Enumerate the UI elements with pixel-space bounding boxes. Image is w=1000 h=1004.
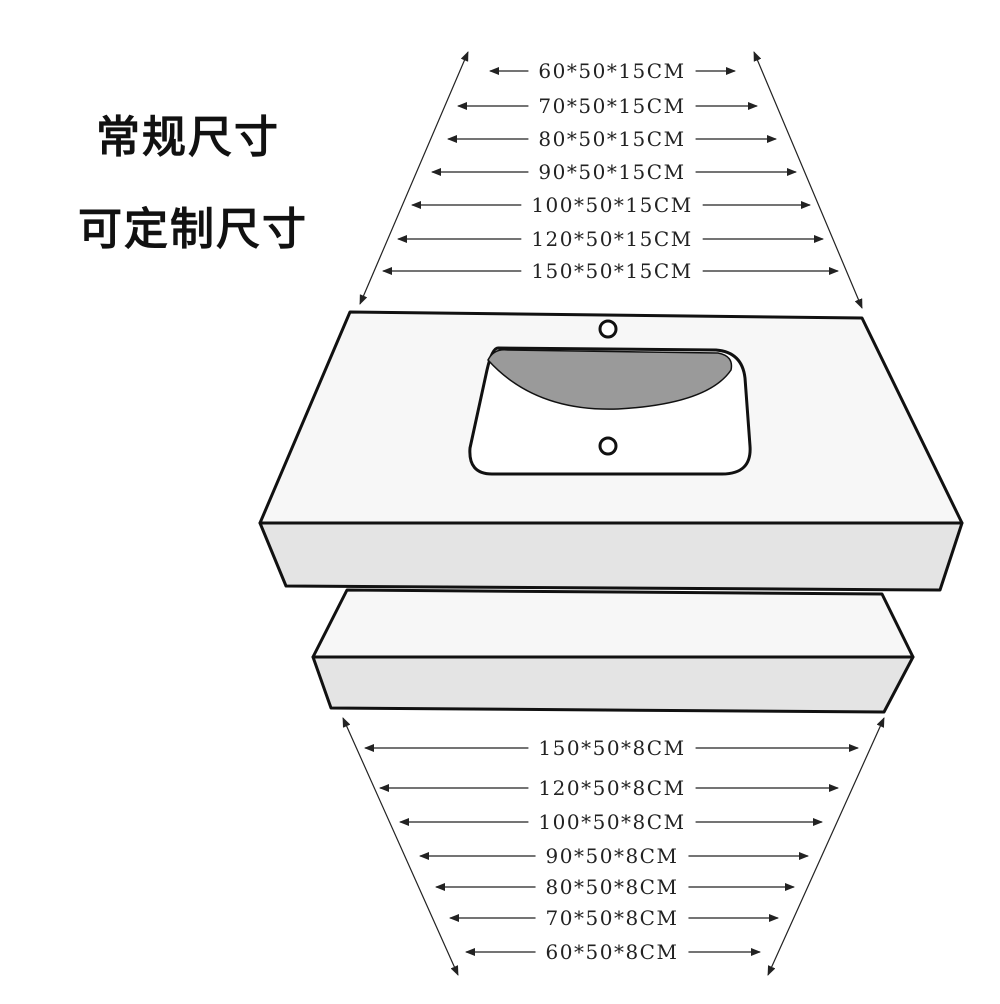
top-slab-extent-line-right — [753, 51, 863, 309]
top-slab-dimension-row: 150*50*15CM — [382, 259, 839, 283]
top-slab-dimension-row: 60*50*15CM — [489, 59, 736, 83]
bottom-slab-dimension-label: 70*50*8CM — [546, 906, 679, 930]
bottom-slab-dimension-row: 80*50*8CM — [435, 875, 795, 899]
bottom-slab-dimension-label: 80*50*8CM — [546, 875, 679, 899]
standard-sizes-label: 常规尺寸 — [96, 112, 280, 163]
basin-shadow — [487, 348, 733, 410]
countertop-front-face — [258, 521, 964, 592]
base-slab — [311, 588, 915, 714]
top-slab-dimension-row: 80*50*15CM — [447, 127, 777, 151]
drain-hole — [598, 436, 618, 456]
top-slab-dimension-label: 150*50*15CM — [531, 259, 692, 283]
bottom-slab-dimension-row: 90*50*8CM — [419, 844, 809, 868]
customizable-sizes-label: 可定制尺寸 — [78, 204, 308, 255]
faucet-hole — [598, 319, 618, 339]
base-slab-front-face — [311, 655, 915, 714]
bottom-slab-dimension-label: 100*50*8CM — [538, 810, 685, 834]
bottom-slab-dimension-label: 120*50*8CM — [538, 776, 685, 800]
bottom-slab-extent-line-left — [342, 717, 459, 976]
bottom-slab-extent-line-right — [767, 717, 885, 976]
bottom-slab-dimension-label: 60*50*8CM — [546, 940, 679, 964]
bottom-slab-dimension-label: 90*50*8CM — [546, 844, 679, 868]
top-slab-dimension-row: 120*50*15CM — [397, 227, 824, 251]
bottom-slab-dimension-label: 150*50*8CM — [538, 736, 685, 760]
top-slab-dimension-label: 80*50*15CM — [538, 127, 685, 151]
sink-countertop — [258, 310, 964, 592]
top-slab-dimension-label: 120*50*15CM — [531, 227, 692, 251]
top-slab-dimension-label: 100*50*15CM — [531, 193, 692, 217]
top-slab-dimension-list: 60*50*15CM 70*50*15CM 80*50*15CM 90*50*15CM… — [359, 51, 863, 309]
bottom-slab-dimension-list: 150*50*8CM 120*50*8CM 100*50*8CM 90*50*8CM 8… — [342, 717, 885, 976]
bottom-slab-dimension-row: 120*50*8CM — [379, 776, 839, 800]
top-slab-dimension-label: 60*50*15CM — [538, 59, 685, 83]
top-slab-dimension-row: 90*50*15CM — [431, 160, 797, 184]
bottom-slab-dimension-row: 60*50*8CM — [465, 940, 761, 964]
base-slab-top-face — [311, 588, 915, 659]
bottom-slab-dimension-row: 150*50*8CM — [364, 736, 859, 760]
bottom-slab-dimension-row: 70*50*8CM — [449, 906, 779, 930]
top-slab-dimension-row: 100*50*15CM — [411, 193, 811, 217]
bottom-slab-dimension-row: 100*50*8CM — [399, 810, 823, 834]
top-slab-extent-line-left — [359, 51, 469, 305]
top-slab-dimension-label: 90*50*15CM — [538, 160, 685, 184]
top-slab-dimension-label: 70*50*15CM — [538, 94, 685, 118]
top-slab-dimension-row: 70*50*15CM — [457, 94, 758, 118]
